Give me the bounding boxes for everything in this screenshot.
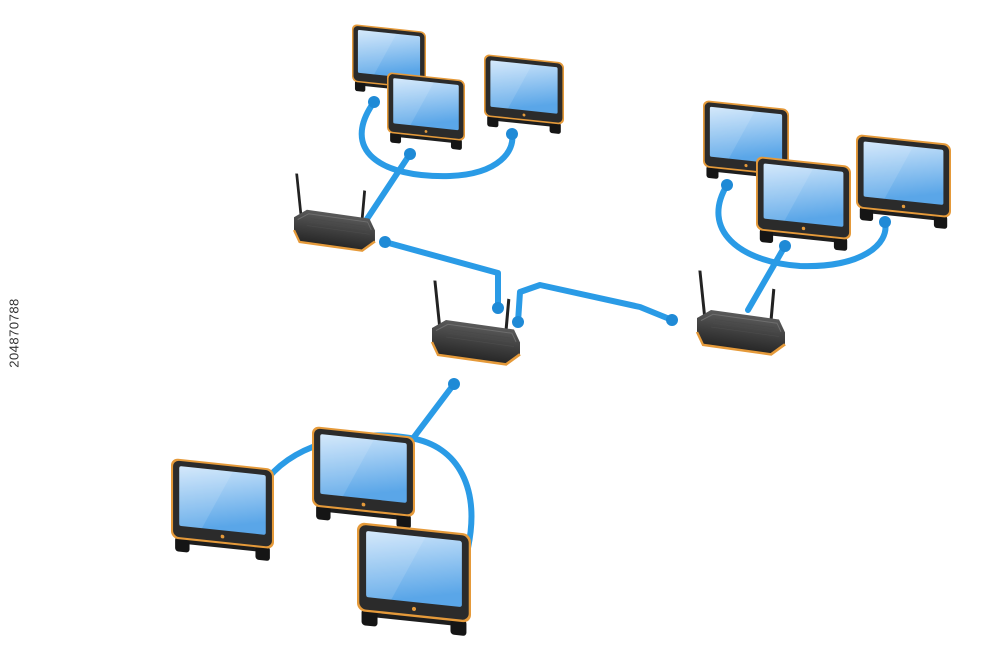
monitor-icon bbox=[171, 458, 274, 562]
wireless-router-icon bbox=[292, 171, 377, 254]
cable-center-drop bbox=[405, 381, 457, 448]
cluster-bottom-left bbox=[171, 426, 471, 637]
monitor-icon bbox=[357, 522, 471, 637]
stock-id-label: 204870788 bbox=[6, 298, 22, 368]
cable-end-caps bbox=[368, 96, 891, 390]
wireless-router-icon bbox=[695, 268, 787, 358]
cable-top-left-loop bbox=[358, 99, 516, 180]
monitor-icon bbox=[387, 72, 465, 151]
cable-top-left-drop bbox=[362, 151, 413, 225]
cables bbox=[265, 99, 889, 551]
monitor-icon bbox=[856, 134, 951, 230]
wireless-router-icon bbox=[430, 278, 522, 368]
cable-backbone-left bbox=[382, 239, 501, 311]
cable-top-right-loop bbox=[715, 182, 889, 270]
cluster-top-left bbox=[352, 24, 564, 151]
monitor-icon bbox=[312, 426, 415, 530]
cable-backbone-right bbox=[515, 282, 675, 325]
monitor-icon bbox=[484, 54, 564, 135]
cable-top-right-drop bbox=[745, 243, 788, 313]
cluster-top-right bbox=[703, 100, 951, 252]
monitor-icon bbox=[756, 156, 851, 252]
